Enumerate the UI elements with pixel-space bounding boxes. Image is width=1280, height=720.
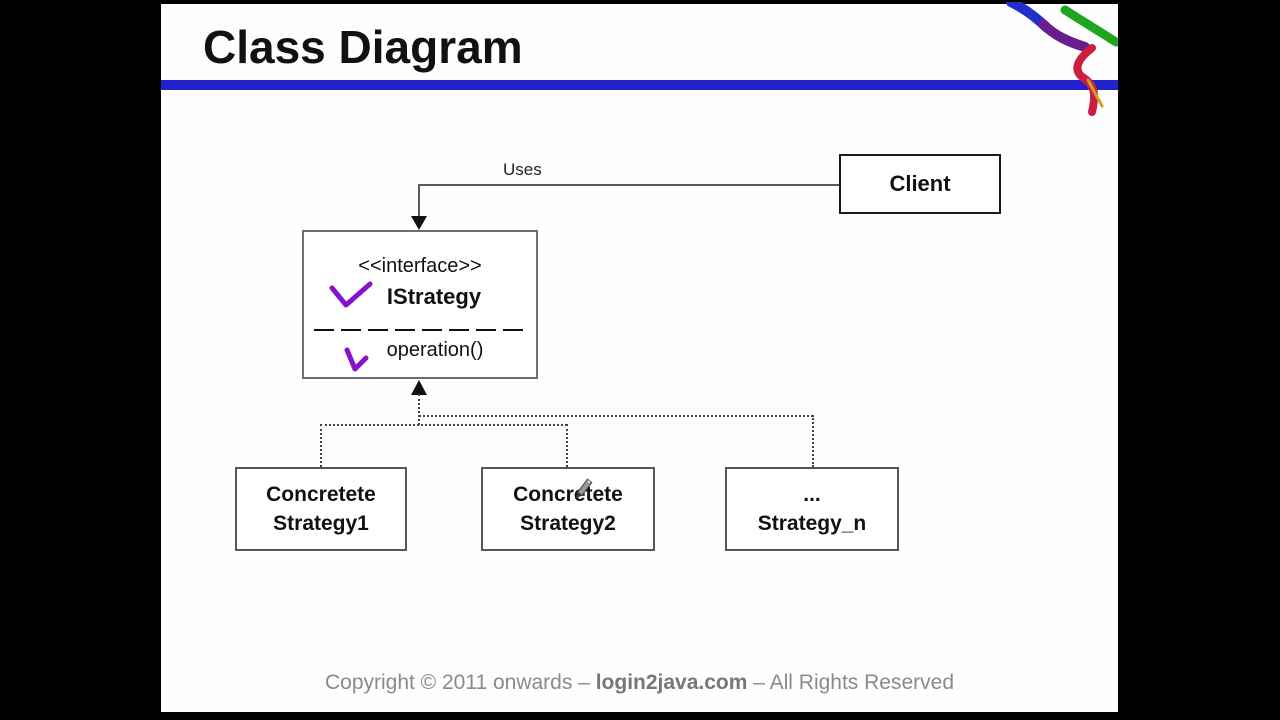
uses-association-line-horizontal	[418, 184, 839, 186]
copyright-prefix: Copyright © 2011 onwards –	[324, 671, 596, 694]
generalization-stub-strategy2	[566, 424, 568, 467]
copyright-footer: Copyright © 2011 onwards – login2java.co…	[161, 671, 1118, 695]
brand-name: login2java.com	[595, 671, 748, 694]
arrowhead-down-icon	[411, 216, 427, 230]
strategy-n-box: ... Strategy_n	[725, 467, 899, 551]
class-name-line: ...	[803, 483, 821, 506]
class-name-line: Concretete	[266, 483, 376, 506]
generalization-line-center	[418, 394, 420, 425]
uses-association-label: Uses	[503, 160, 542, 179]
client-class-name: Client	[889, 171, 951, 196]
generalization-line-lower	[320, 424, 567, 426]
istrategy-interface-box: <<interface>> IStrategy operation()	[302, 230, 538, 379]
concrete-strategy2-box: Concretete Strategy2	[481, 467, 655, 551]
check-annotation-icon	[344, 347, 369, 372]
pen-cursor-icon	[575, 478, 593, 499]
class-name-line: Strategy2	[520, 512, 616, 535]
class-name-line: Strategy_n	[757, 512, 867, 535]
generalization-stub-strategy1	[320, 424, 322, 467]
class-name-line: Concretete	[513, 483, 623, 506]
interface-operation: operation()	[386, 339, 484, 361]
interface-stereotype: <<interface>>	[358, 255, 482, 277]
generalization-line-upper	[419, 415, 813, 417]
interface-name: IStrategy	[386, 284, 482, 309]
page-title: Class Diagram	[203, 21, 523, 73]
concrete-strategy1-box: Concretete Strategy1	[235, 467, 407, 551]
copyright-suffix: – All Rights Reserved	[747, 671, 955, 694]
uses-association-line-vertical	[418, 184, 420, 217]
generalization-stub-strategy-n	[812, 415, 814, 467]
client-class-box: Client	[839, 154, 1001, 214]
class-name-line: Strategy1	[273, 512, 369, 535]
brush-swoosh-logo	[1006, 2, 1118, 116]
title-underline-rule	[161, 80, 1118, 90]
arrowhead-up-icon	[411, 380, 427, 395]
uml-compartment-separator	[314, 329, 526, 331]
check-annotation-icon	[329, 281, 373, 308]
